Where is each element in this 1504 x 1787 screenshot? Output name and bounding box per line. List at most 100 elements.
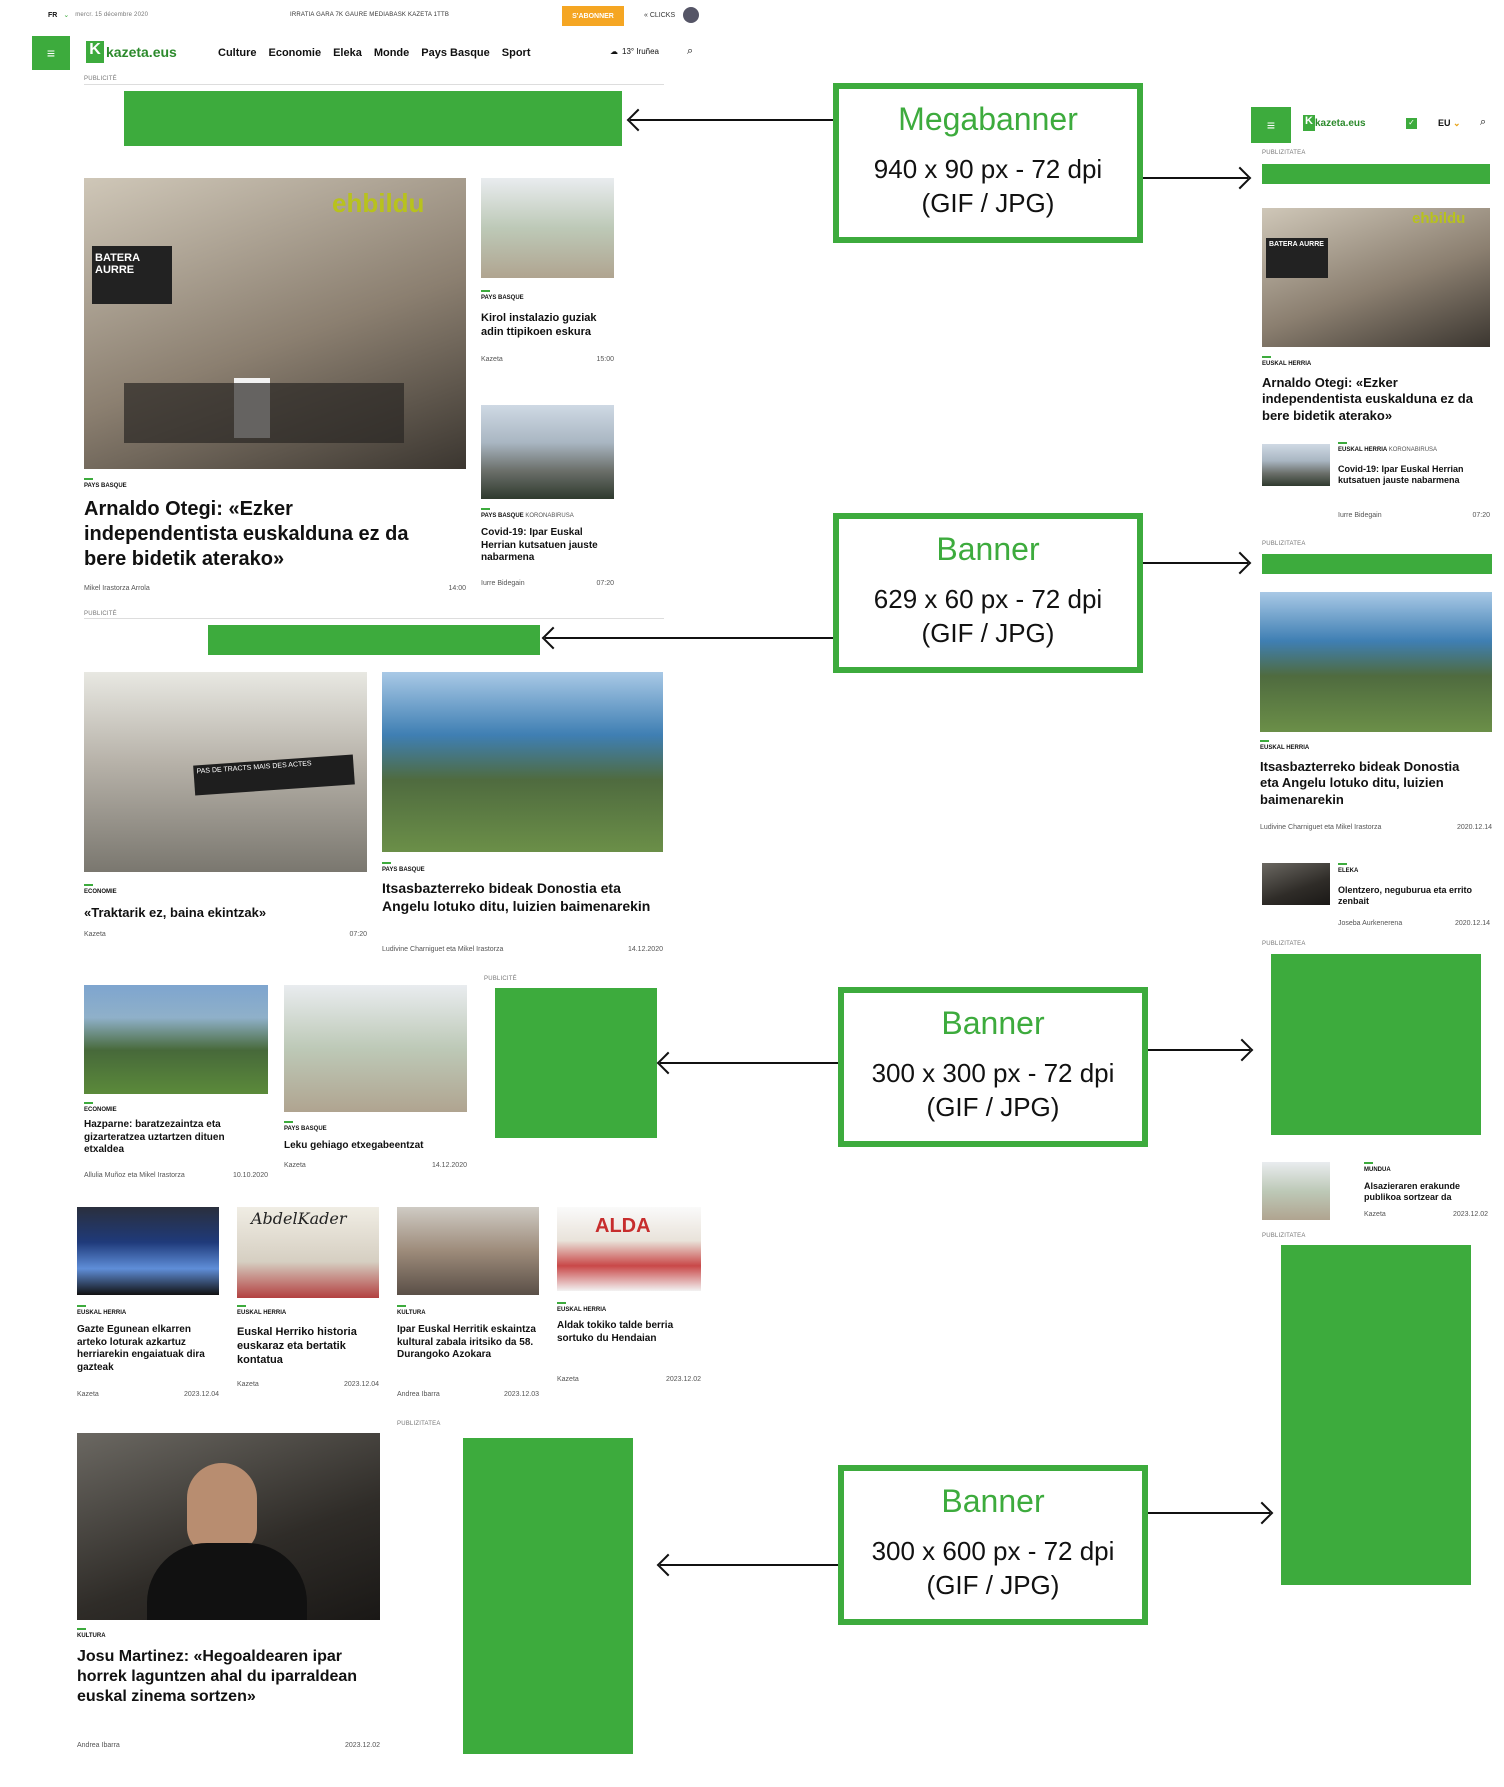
side2-image[interactable] (481, 405, 614, 499)
side2-title[interactable]: Covid-19: Ipar Euskal Herrian kutsatuen … (481, 527, 598, 563)
lead-title[interactable]: Arnaldo Otegi: «Ezker independentista eu… (84, 498, 409, 570)
check-icon[interactable]: ✓ (1406, 118, 1417, 129)
row2-category-2[interactable]: PAYS BASQUE (382, 862, 425, 873)
mobile-item2-time: 2020.12.14 (1454, 920, 1490, 927)
row4-title-3[interactable]: Ipar Euskal Herritik eskaintza kultural … (397, 1324, 536, 1360)
nav-monde[interactable]: Monde (373, 47, 410, 59)
avatar[interactable] (683, 7, 699, 23)
row2-title-2[interactable]: Itsasbazterreko bideak Donostia eta Ange… (382, 880, 651, 914)
mobile-item3-category[interactable]: MUNDUA (1364, 1162, 1391, 1173)
mobile-lead2-time: 2020.12.14 (1456, 824, 1492, 831)
mobile-item1-image[interactable] (1262, 444, 1330, 486)
side2-time: 07:20 (596, 580, 614, 587)
row3-image-2[interactable] (284, 985, 467, 1112)
mobile-pub-label-2: PUBLIZITATEA (1262, 541, 1306, 547)
row3-title-1[interactable]: Hazparne: baratzezaintza eta gizarteratz… (84, 1119, 225, 1155)
row3-category-2[interactable]: PAYS BASQUE (284, 1121, 327, 1132)
row4-title-4[interactable]: Aldak tokiko talde berria sortuko du Hen… (557, 1320, 674, 1344)
subscribe-button[interactable]: S'ABONNER (562, 6, 624, 26)
row2-author-2[interactable]: Ludivine Charniguet eta Mikel Irastorza (382, 946, 504, 953)
row4-category-2[interactable]: EUSKAL HERRIA (237, 1305, 286, 1316)
mobile-item2-image[interactable] (1262, 863, 1330, 905)
nav-culture[interactable]: Culture (218, 47, 257, 59)
feature-category[interactable]: KULTURA (77, 1628, 106, 1639)
mobile-lead2-title[interactable]: Itsasbazterreko bideak Donostia eta Ange… (1260, 759, 1460, 807)
lead-image[interactable]: ehbildu BATERA AURRE (84, 178, 466, 469)
row3-time-1: 10.10.2020 (232, 1172, 268, 1179)
row2-image-2[interactable] (382, 672, 663, 852)
hamburger-icon: ≡ (46, 45, 56, 61)
mobile-lead2-image[interactable] (1260, 592, 1492, 732)
mobile-lead-image[interactable]: ehbildu BATERA AURRE (1262, 208, 1490, 347)
callout-size: 300 x 300 px (871, 1058, 1021, 1088)
pub-label-4: PUBLIZITATEA (397, 1421, 441, 1427)
side1-category[interactable]: PAYS BASQUE (481, 290, 524, 301)
nav-sport[interactable]: Sport (501, 47, 531, 59)
nav-pays-basque[interactable]: Pays Basque (421, 47, 490, 59)
banner-300x300-slot[interactable] (495, 988, 657, 1138)
row4-category-3[interactable]: KULTURA (397, 1305, 426, 1316)
weather-widget: ☁ 13° Iruñea (610, 47, 659, 56)
mobile-banner-300x600-slot[interactable] (1281, 1245, 1471, 1585)
side2-author[interactable]: Iurre Bidegain (481, 580, 525, 587)
row4-image-3[interactable] (397, 1207, 539, 1295)
site-logo[interactable]: K kazeta.eus (86, 40, 177, 64)
feature-image[interactable] (77, 1433, 380, 1620)
nav-eleka[interactable]: Eleka (333, 47, 362, 59)
mobile-item1-title[interactable]: Covid-19: Ipar Euskal Herrian kutsatuen … (1338, 464, 1464, 486)
portrait-body-shape (147, 1543, 307, 1620)
nav-economie[interactable]: Economie (268, 47, 322, 59)
mobile-lead-title[interactable]: Arnaldo Otegi: «Ezker independentista eu… (1262, 375, 1473, 423)
row3-meta-1: Allulia Muñoz eta Mikel Irastorza 10.10.… (84, 1172, 268, 1179)
mobile-lang-selector[interactable]: EU ⌄ (1438, 118, 1461, 129)
lang-selector[interactable]: FR (48, 11, 58, 19)
side1-image[interactable] (481, 178, 614, 278)
mobile-lead2-category[interactable]: EUSKAL HERRIA (1260, 740, 1309, 751)
banner-629-slot[interactable] (208, 625, 540, 655)
mobile-logo[interactable]: K kazeta.eus (1303, 115, 1366, 131)
row3-image-1[interactable] (84, 985, 268, 1094)
feature-author[interactable]: Andrea Ibarra (77, 1742, 120, 1749)
row2-title-1[interactable]: «Traktarik ez, baina ekintzak» (84, 905, 267, 920)
row3-category-1[interactable]: ECONOMIE (84, 1102, 117, 1113)
row4-category-4[interactable]: EUSKAL HERRIA (557, 1302, 606, 1313)
mobile-lead-category[interactable]: EUSKAL HERRIA (1262, 356, 1311, 367)
megabanner-slot[interactable] (124, 91, 622, 146)
search-icon[interactable]: ⌕ (1480, 116, 1487, 128)
clicks-link[interactable]: « CLICKS (644, 12, 676, 19)
row2-category-1[interactable]: ECONOMIE (84, 884, 117, 895)
mobile-lead2-meta: Ludivine Charniguet eta Mikel Irastorza … (1260, 824, 1492, 831)
menu-button[interactable]: ≡ (32, 36, 70, 70)
mobile-banner-slot[interactable] (1262, 554, 1492, 574)
row3-title-2[interactable]: Leku gehiago etxegabeentzat (284, 1140, 424, 1151)
row4-image-1[interactable] (77, 1207, 219, 1295)
lead-author[interactable]: Mikel Irastorza Arrola (84, 585, 150, 592)
banner-300x600-slot[interactable] (463, 1438, 633, 1754)
feature-title[interactable]: Josu Martinez: «Hegoaldearen ipar horrek… (77, 1648, 358, 1705)
row4-category-1[interactable]: EUSKAL HERRIA (77, 1305, 126, 1316)
mobile-banner-300x300-slot[interactable] (1271, 954, 1481, 1135)
row4-image-2[interactable]: AbdelKader (237, 1207, 379, 1298)
row4-title-1[interactable]: Gazte Egunean elkarren arteko loturak az… (77, 1324, 205, 1373)
row3-author-1[interactable]: Allulia Muñoz eta Mikel Irastorza (84, 1172, 185, 1179)
row4-author-3[interactable]: Andrea Ibarra (397, 1391, 440, 1398)
mobile-menu-button[interactable]: ≡ (1251, 107, 1291, 143)
row4-title-2[interactable]: Euskal Herriko historia euskaraz eta ber… (237, 1326, 357, 1366)
row2-image-1[interactable]: PAS DE TRACTS MAIS DES ACTES (84, 672, 367, 872)
mobile-item1-author[interactable]: Iurre Bidegain (1338, 512, 1382, 519)
mobile-item3-title[interactable]: Alsazieraren erakunde publikoa sortzear … (1364, 1181, 1461, 1203)
mobile-item2-author[interactable]: Joseba Aurkenerena (1338, 920, 1403, 927)
mobile-item2-title[interactable]: Olentzero, neguburua eta errito zenbait (1338, 885, 1473, 907)
mobile-lead2-author[interactable]: Ludivine Charniguet eta Mikel Irastorza (1260, 824, 1382, 831)
partner-links[interactable]: IRRATIA GARA 7K GAURE MEDIABASK KAZETA 1… (290, 12, 450, 18)
side1-title[interactable]: Kirol instalazio guziak adin ttipikoen e… (481, 312, 597, 338)
mobile-item1-category[interactable]: EUSKAL HERRIA KORONABIRUSA (1338, 442, 1437, 453)
mobile-megabanner-slot[interactable] (1262, 164, 1490, 184)
search-icon[interactable]: ⌕ (687, 45, 694, 57)
mobile-item3-image[interactable] (1262, 1162, 1330, 1220)
mobile-item2-category[interactable]: ELEKA (1338, 863, 1358, 874)
arrow-left-icon (630, 119, 833, 121)
side2-category[interactable]: PAYS BASQUE KORONABIRUSA (481, 508, 574, 519)
lead-category[interactable]: PAYS BASQUE (84, 478, 127, 489)
row4-image-4[interactable]: ALDA (557, 1207, 701, 1291)
